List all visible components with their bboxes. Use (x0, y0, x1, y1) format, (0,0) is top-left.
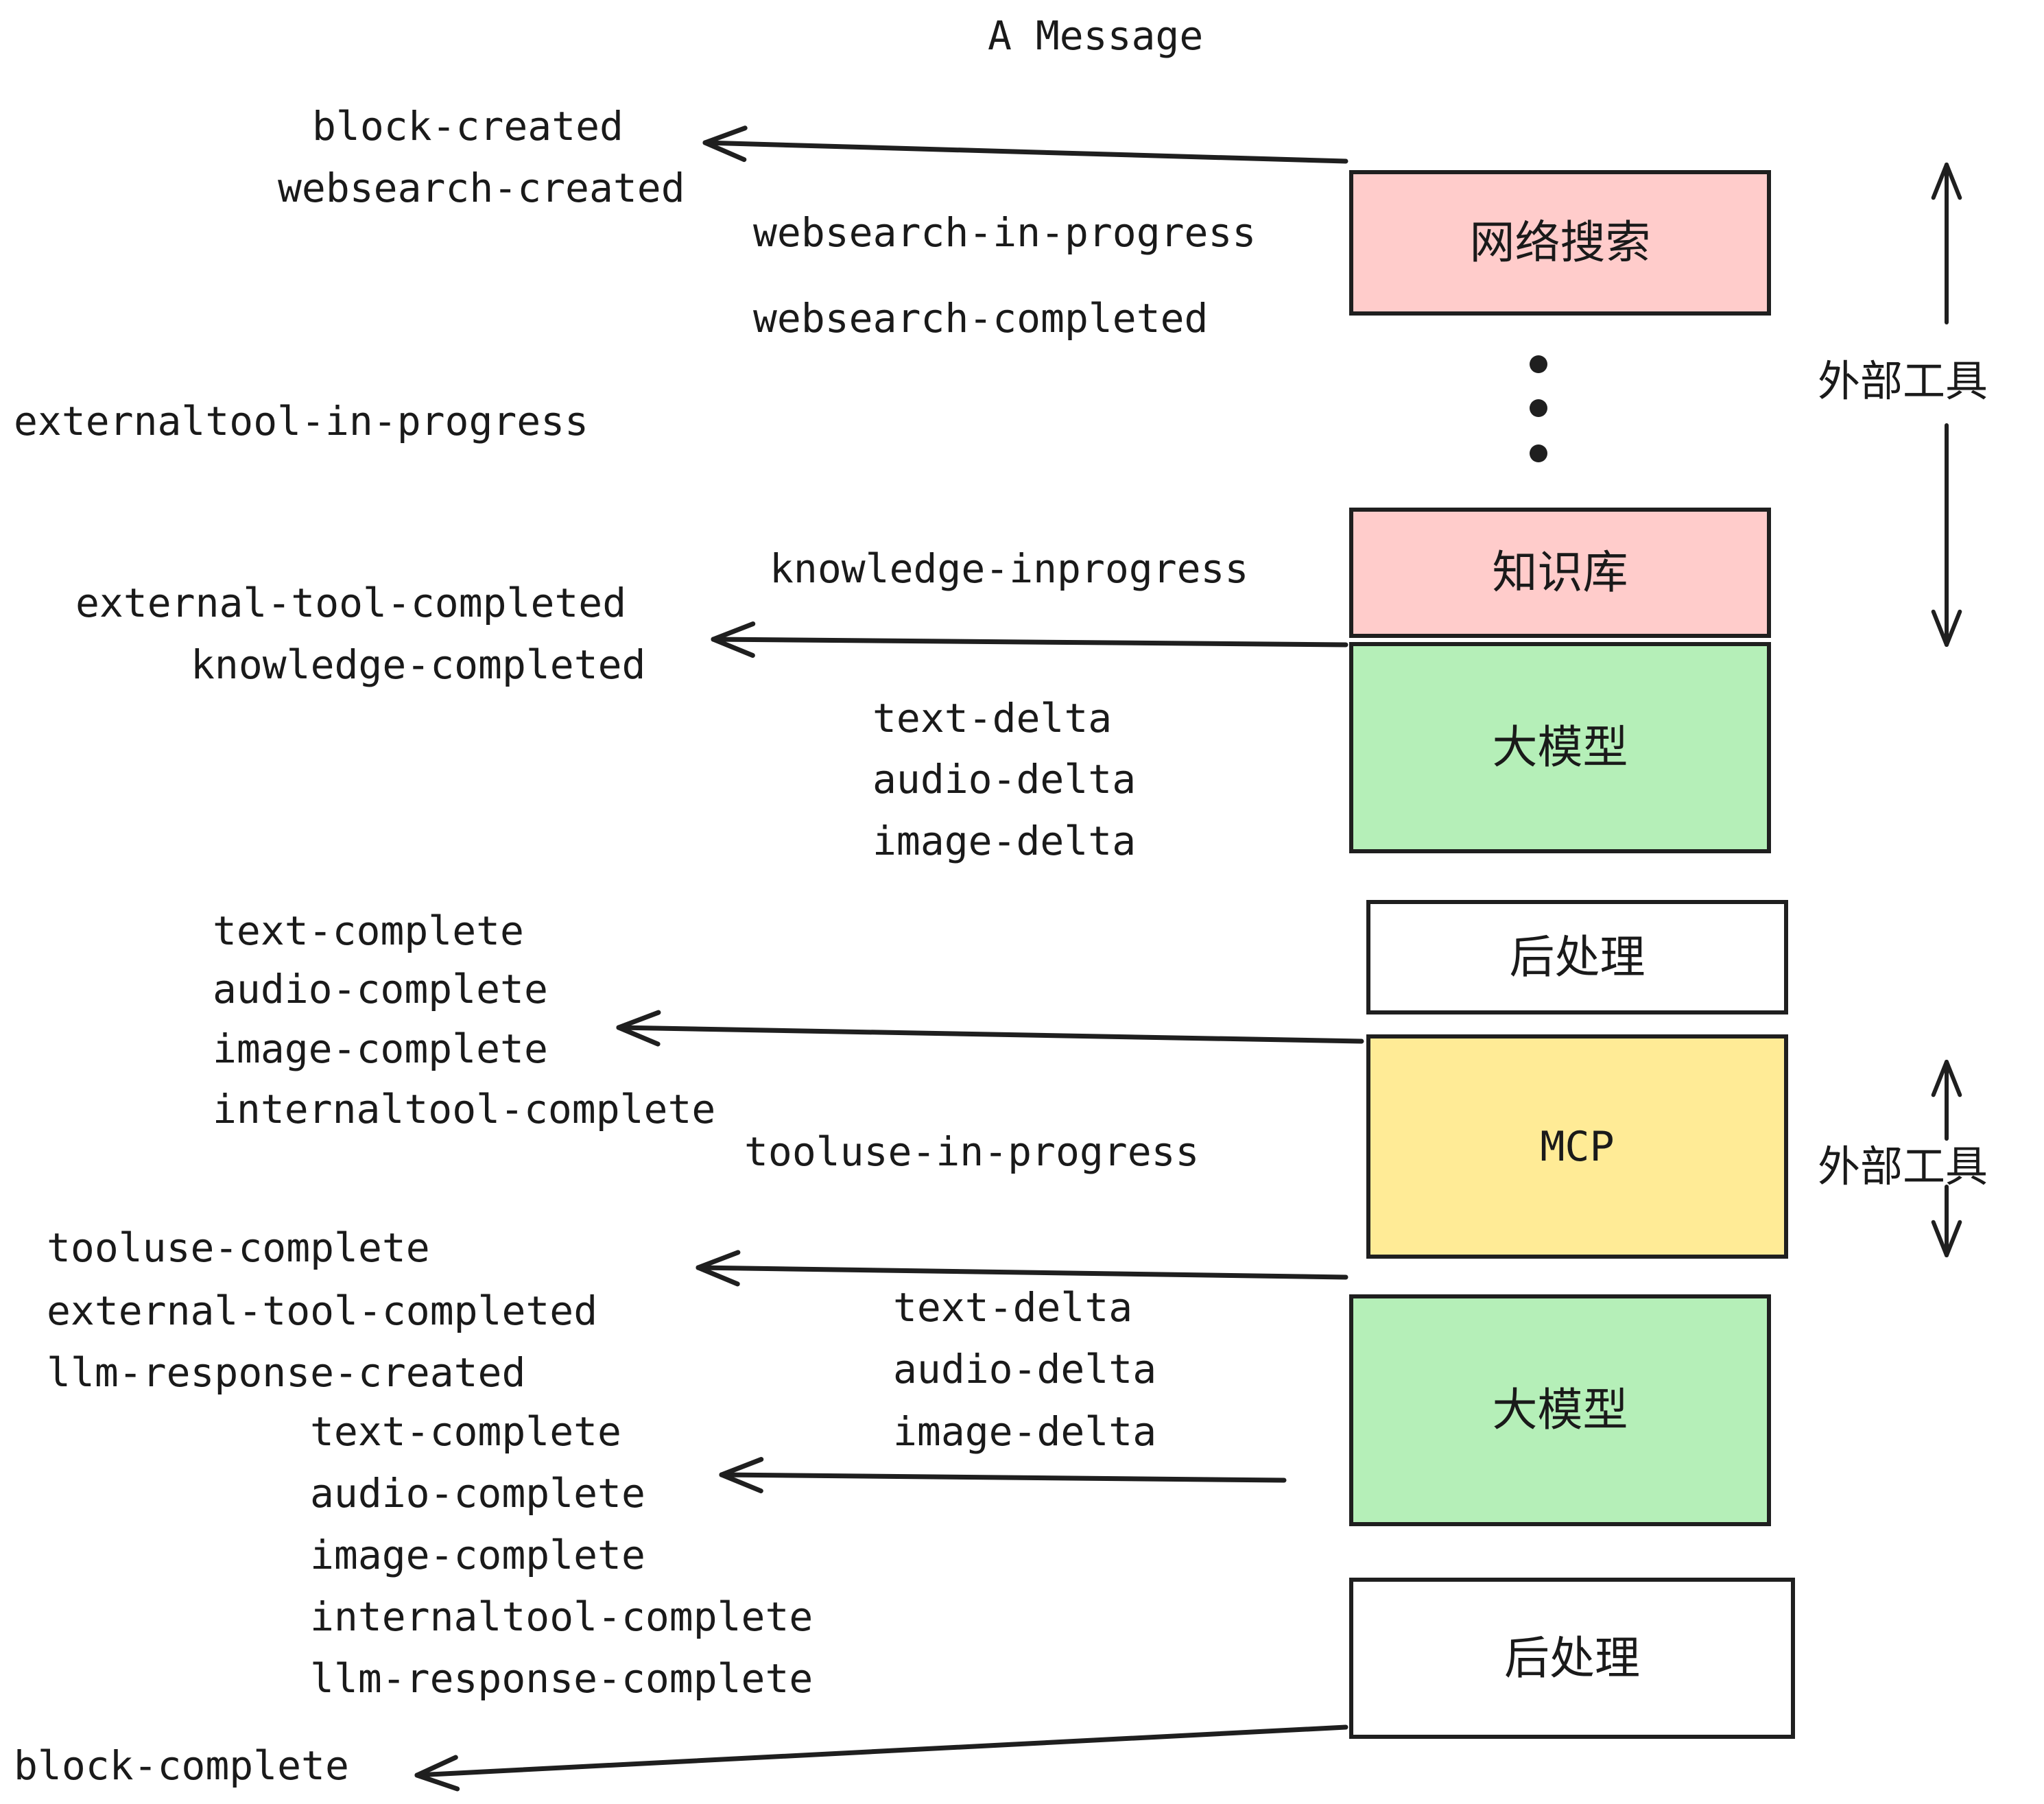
external-tool-label: 外部工具 (1818, 1141, 1988, 1191)
event-label: audio-delta (872, 756, 1137, 803)
arrowhead-icon (1931, 163, 1962, 200)
arrowhead-stroke (696, 1265, 740, 1287)
node-box: 后处理 (1349, 1578, 1795, 1739)
node-box: 大模型 (1349, 1294, 1771, 1526)
event-label: knowledge-completed (191, 641, 646, 688)
arrowhead-stroke (414, 1772, 460, 1792)
node-label: 大模型 (1492, 721, 1628, 774)
event-label: image-delta (872, 818, 1137, 864)
event-label: image-delta (893, 1408, 1157, 1455)
event-label: block-complete (14, 1742, 349, 1789)
arrowhead-icon (711, 621, 756, 658)
arrow-external-tool-down-mcp (1931, 1185, 1962, 1257)
arrowhead-icon (696, 1250, 741, 1287)
arrow-shaft (702, 140, 1348, 164)
node-box: MCP (1366, 1034, 1788, 1259)
external-tool-label: 外部工具 (1818, 356, 1988, 406)
event-label: audio-complete (213, 966, 548, 1012)
arrow-mcp-to-tooluse-complete (696, 1250, 1348, 1287)
node-box: 知识库 (1349, 508, 1771, 638)
event-label: audio-delta (893, 1346, 1157, 1392)
ellipsis-dot-icon (1530, 355, 1547, 373)
node-label: 知识库 (1492, 546, 1628, 599)
arrow-shaft (696, 1265, 1348, 1280)
node-box: 网络搜索 (1349, 170, 1771, 316)
node-label: 后处理 (1509, 930, 1645, 984)
arrowhead-stroke (702, 126, 748, 145)
event-label: text-complete (213, 907, 524, 954)
arrowhead-icon (719, 1457, 764, 1494)
event-label: tooluse-complete (47, 1224, 430, 1271)
arrow-mcp-to-image-complete (616, 1010, 1364, 1047)
arrowhead-stroke (696, 1250, 741, 1270)
node-label: 网络搜索 (1469, 216, 1651, 269)
arrowhead-stroke (1945, 1060, 1962, 1097)
node-label: MCP (1540, 1122, 1615, 1171)
arrowhead-stroke (1931, 163, 1949, 200)
event-label: llm-response-created (47, 1349, 526, 1396)
event-label: externaltool-in-progress (14, 398, 589, 444)
arrowhead-stroke (702, 140, 747, 163)
arrowhead-stroke (414, 1755, 458, 1778)
node-box: 大模型 (1349, 642, 1771, 853)
event-label: internaltool-complete (213, 1086, 716, 1132)
arrow-llm-to-audio-complete (719, 1457, 1287, 1494)
arrowhead-icon (1931, 1060, 1962, 1097)
event-label: knowledge-inprogress (770, 545, 1249, 592)
arrow-post-to-block-complete (414, 1724, 1348, 1792)
arrowhead-icon (702, 126, 748, 163)
arrow-external-tool-up-top (1931, 163, 1962, 324)
arrowhead-stroke (1945, 1220, 1962, 1257)
arrowhead-stroke (711, 621, 756, 642)
page-title: A Message (988, 12, 1204, 59)
node-box: 后处理 (1366, 900, 1788, 1014)
arrowhead-stroke (616, 1010, 661, 1030)
arrowhead-stroke (1931, 1220, 1949, 1257)
arrowhead-stroke (1931, 609, 1949, 647)
arrow-shaft (616, 1025, 1364, 1044)
arrowhead-icon (1931, 1220, 1962, 1257)
event-label: text-complete (310, 1408, 621, 1455)
arrowhead-stroke (719, 1472, 763, 1494)
event-label: websearch-completed (753, 295, 1209, 342)
event-label: text-delta (893, 1284, 1133, 1331)
arrowhead-icon (616, 1010, 661, 1047)
node-label: 后处理 (1504, 1631, 1640, 1685)
arrowhead-icon (1931, 609, 1962, 647)
event-label: audio-complete (310, 1470, 645, 1517)
arrowhead-icon (414, 1755, 460, 1792)
arrow-knowledge-to-completed (711, 621, 1348, 658)
ellipsis-dot-icon (1530, 399, 1547, 417)
event-label: block-created (312, 103, 623, 150)
event-label: image-complete (213, 1025, 548, 1072)
event-label: external-tool-completed (75, 580, 627, 626)
arrow-external-tool-up-mcp (1931, 1060, 1962, 1141)
arrowhead-stroke (1931, 1060, 1949, 1097)
arrowhead-stroke (1945, 163, 1962, 200)
event-label: image-complete (310, 1532, 645, 1578)
arrow-shaft (719, 1472, 1287, 1483)
event-label: llm-response-complete (310, 1655, 813, 1702)
arrowhead-stroke (616, 1025, 661, 1047)
event-label: text-delta (872, 695, 1113, 741)
arrowhead-stroke (719, 1457, 764, 1477)
event-label: websearch-created (278, 165, 685, 211)
arrow-shaft (711, 637, 1348, 648)
event-label: tooluse-in-progress (744, 1128, 1200, 1175)
event-label: websearch-in-progress (753, 209, 1257, 256)
arrow-shaft (414, 1724, 1348, 1778)
node-label: 大模型 (1492, 1384, 1628, 1436)
arrowhead-stroke (1945, 609, 1962, 647)
event-label: external-tool-completed (47, 1287, 598, 1334)
ellipsis-dot-icon (1530, 444, 1547, 462)
arrow-websearch-to-block-created (702, 126, 1348, 164)
arrowhead-stroke (711, 637, 755, 658)
arrow-external-tool-down-top (1931, 423, 1962, 647)
event-label: internaltool-complete (310, 1593, 813, 1640)
